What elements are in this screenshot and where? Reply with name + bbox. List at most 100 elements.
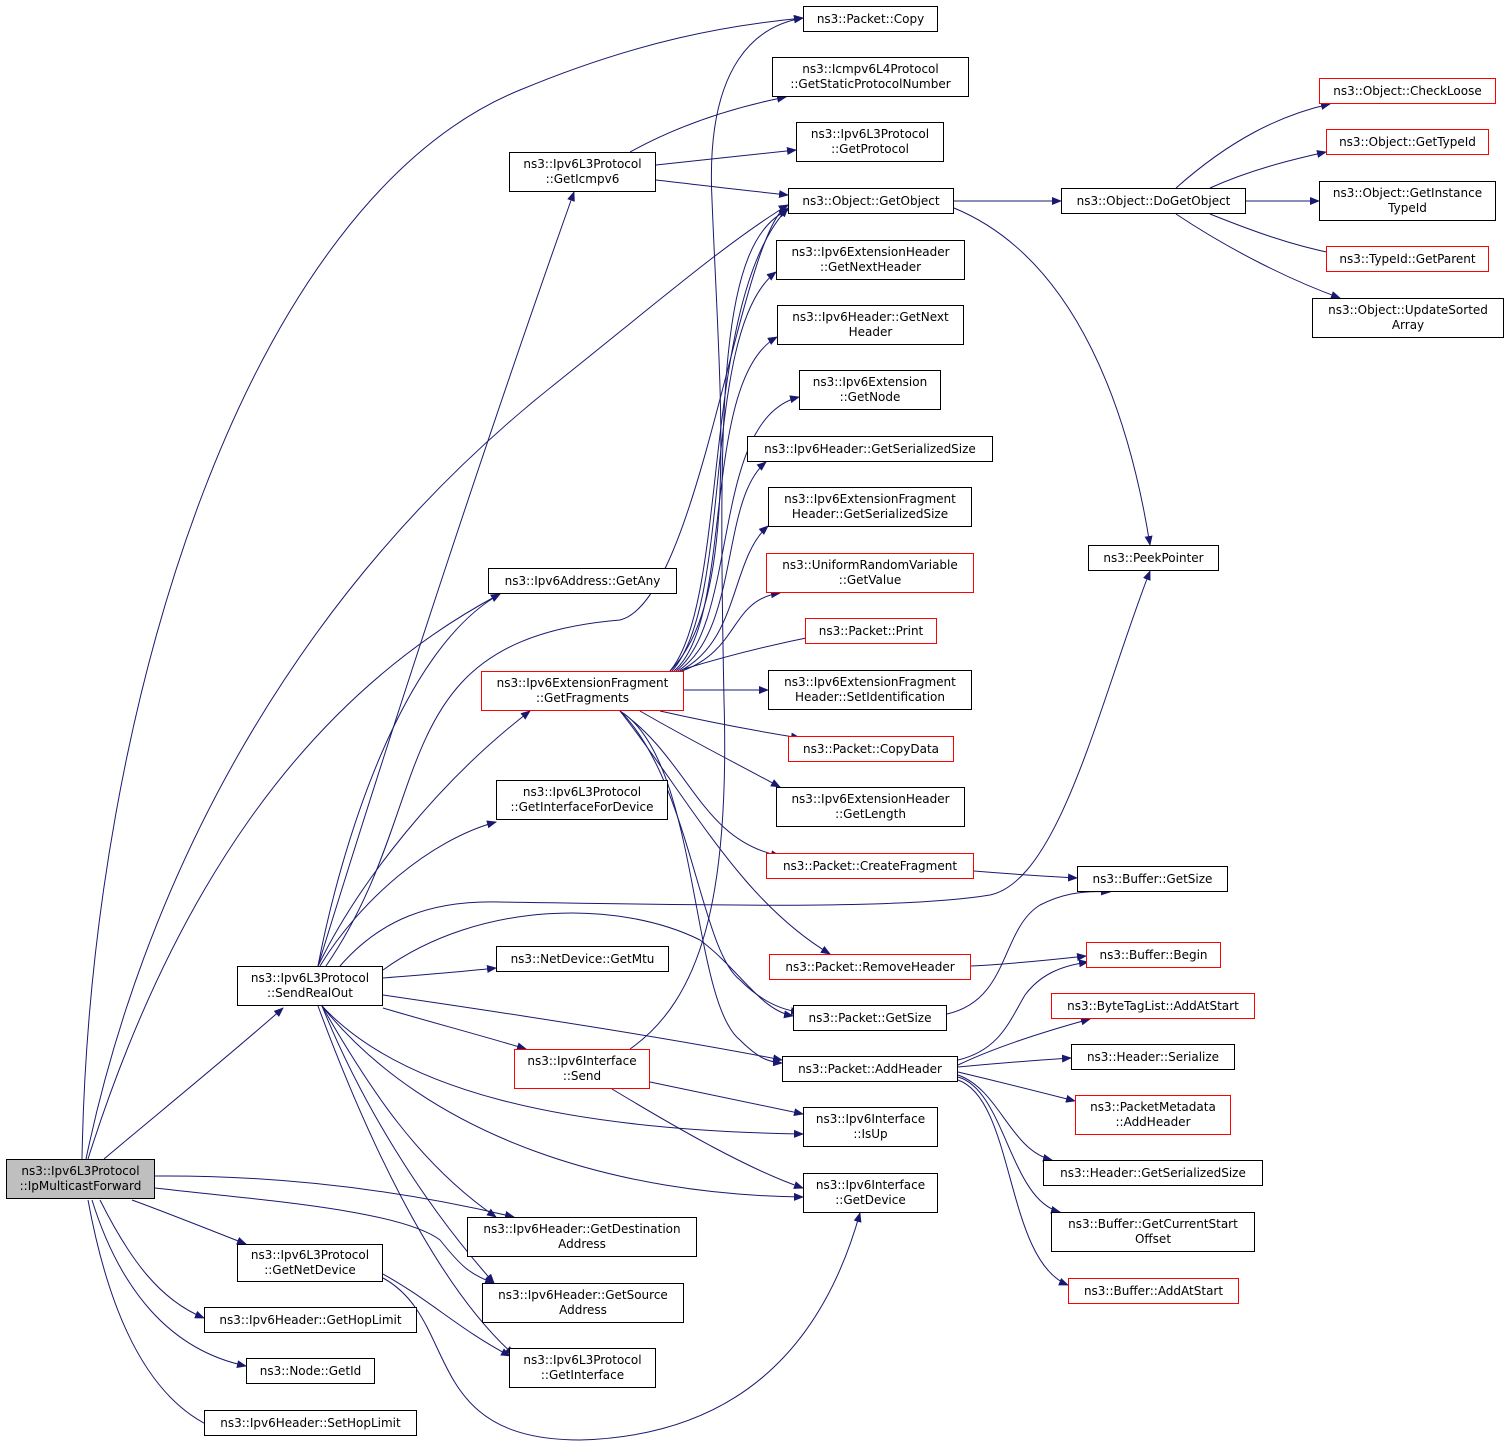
edge-gf-hdrsersize: [677, 461, 767, 672]
node-bcurstart[interactable]: ns3::Buffer::GetCurrentStart Offset: [1051, 1212, 1255, 1252]
node-dogetobject[interactable]: ns3::Object::DoGetObject: [1061, 188, 1246, 214]
edge-send-ifisup: [649, 1081, 804, 1117]
edge-ah-bbegin: [957, 959, 1089, 1061]
node-ifisup-line2: ::IsUp: [853, 1127, 888, 1141]
edge-ah-hserialize: [957, 1054, 1072, 1068]
node-bbegin-line1: ns3::Buffer::Begin: [1099, 947, 1208, 962]
edge-sro-paddhdr: [382, 994, 783, 1063]
edge-sro-geticmpv6: [317, 191, 575, 967]
node-extgetnode-line2: ::GetNode: [839, 390, 901, 404]
node-getsrcaddr[interactable]: ns3::Ipv6Header::GetSource Address: [482, 1283, 684, 1323]
node-pgetsize[interactable]: ns3::Packet::GetSize: [793, 1005, 947, 1031]
edge-dgo-gettypeid: [1209, 150, 1327, 189]
edge-gf-exthdrlen: [639, 710, 781, 788]
node-pmaddhdr[interactable]: ns3::PacketMetadata ::AddHeader: [1075, 1095, 1231, 1135]
node-bgetsize[interactable]: ns3::Buffer::GetSize: [1077, 866, 1228, 892]
node-geticmpv6-line1: ns3::Ipv6L3Protocol: [523, 157, 642, 171]
node-pmaddhdr-line1: ns3::PacketMetadata: [1090, 1100, 1216, 1114]
node-getdestaddr[interactable]: ns3::Ipv6Header::GetDestination Address: [467, 1217, 697, 1257]
edge-send-ifgetdevice: [611, 1088, 804, 1189]
node-fragsetid-line1: ns3::Ipv6ExtensionFragment: [784, 675, 956, 689]
edge-gf-paddhdr: [619, 710, 783, 1067]
node-gettypeid[interactable]: ns3::Object::GetTypeId: [1326, 129, 1489, 155]
node-getmtu[interactable]: ns3::NetDevice::GetMtu: [496, 946, 669, 972]
node-getinterfacefordevice[interactable]: ns3::Ipv6L3Protocol ::GetInterfaceForDev…: [496, 780, 668, 820]
node-paddhdr-line1: ns3::Packet::AddHeader: [798, 1061, 942, 1076]
edge-gf-pcopydata: [659, 710, 801, 741]
node-sendrealout[interactable]: ns3::Ipv6L3Protocol ::SendRealOut: [237, 966, 383, 1006]
node-exthdrlen[interactable]: ns3::Ipv6ExtensionHeader ::GetLength: [776, 787, 965, 827]
node-hdrnext[interactable]: ns3::Ipv6Header::GetNext Header: [777, 305, 964, 345]
node-getany[interactable]: ns3::Ipv6Address::GetAny: [488, 568, 677, 594]
node-getinterface-line2: ::GetInterface: [540, 1368, 625, 1382]
node-fraghdrsersize[interactable]: ns3::Ipv6ExtensionFragment Header::GetSe…: [768, 487, 972, 527]
node-peekpointer[interactable]: ns3::PeekPointer: [1088, 545, 1219, 571]
node-pcopydata[interactable]: ns3::Packet::CopyData: [788, 736, 954, 762]
node-fragsetid[interactable]: ns3::Ipv6ExtensionFragment Header::SetId…: [768, 670, 972, 710]
node-nodegetid[interactable]: ns3::Node::GetId: [246, 1358, 375, 1384]
node-ifgetdevice[interactable]: ns3::Ipv6Interface ::GetDevice: [803, 1173, 938, 1213]
node-hdrsersize-line1: ns3::Ipv6Header::GetSerializedSize: [764, 441, 976, 456]
node-getinterface[interactable]: ns3::Ipv6L3Protocol ::GetInterface: [509, 1348, 656, 1388]
node-pcreatefrag[interactable]: ns3::Packet::CreateFragment: [766, 853, 974, 879]
node-getdestaddr-line1: ns3::Ipv6Header::GetDestination: [483, 1222, 681, 1236]
node-gettypeid-line1: ns3::Object::GetTypeId: [1339, 134, 1476, 149]
node-ifsend[interactable]: ns3::Ipv6Interface ::Send: [514, 1049, 650, 1089]
node-checkloose[interactable]: ns3::Object::CheckLoose: [1319, 78, 1496, 104]
node-icmpstatic-line2: ::GetStaticProtocolNumber: [790, 77, 951, 91]
node-ifisup[interactable]: ns3::Ipv6Interface ::IsUp: [803, 1107, 938, 1147]
node-ifgetdevice-line2: ::GetDevice: [835, 1193, 906, 1207]
node-exthdrnext[interactable]: ns3::Ipv6ExtensionHeader ::GetNextHeader: [776, 240, 965, 280]
node-getobject[interactable]: ns3::Object::GetObject: [788, 188, 954, 214]
node-bcurstart-line1: ns3::Buffer::GetCurrentStart: [1068, 1217, 1238, 1231]
node-icmpstatic-line1: ns3::Icmpv6L4Protocol: [802, 62, 939, 76]
edge-gf-urvgetvalue: [681, 590, 781, 672]
node-getinterface-line1: ns3::Ipv6L3Protocol: [523, 1353, 642, 1367]
node-pcopy[interactable]: ns3::Packet::Copy: [803, 6, 938, 32]
node-getparent[interactable]: ns3::TypeId::GetParent: [1326, 246, 1489, 272]
edge-gf-pcreatefrag: [619, 710, 781, 859]
node-pcreatefrag-line1: ns3::Packet::CreateFragment: [782, 858, 958, 873]
node-getnetdevice[interactable]: ns3::Ipv6L3Protocol ::GetNetDevice: [237, 1244, 383, 1282]
node-extgetnode[interactable]: ns3::Ipv6Extension ::GetNode: [799, 370, 941, 410]
edge-icmp-getobject: [655, 179, 789, 199]
node-getfragments[interactable]: ns3::Ipv6ExtensionFragment ::GetFragment…: [481, 671, 684, 711]
node-premovehdr[interactable]: ns3::Packet::RemoveHeader: [769, 954, 971, 980]
node-paddhdr[interactable]: ns3::Packet::AddHeader: [782, 1056, 958, 1082]
node-baddstart[interactable]: ns3::Buffer::AddAtStart: [1068, 1278, 1239, 1304]
node-icmpstatic[interactable]: ns3::Icmpv6L4Protocol ::GetStaticProtoco…: [772, 57, 969, 97]
edge-root-getany: [87, 593, 501, 1160]
node-btagaddstart[interactable]: ns3::ByteTagList::AddAtStart: [1051, 993, 1255, 1019]
node-getinsttypeid-line2: TypeId: [1388, 201, 1427, 215]
node-getnetdevice-line2: ::GetNetDevice: [264, 1263, 356, 1277]
edge-root-getdestaddr: [154, 1175, 515, 1219]
node-hdrsersize[interactable]: ns3::Ipv6Header::GetSerializedSize: [747, 436, 993, 462]
node-urvgetvalue[interactable]: ns3::UniformRandomVariable ::GetValue: [766, 553, 974, 593]
edge-sro-getinterface: [317, 1005, 515, 1356]
node-hsersize[interactable]: ns3::Header::GetSerializedSize: [1043, 1160, 1263, 1186]
edge-sro-getmtu: [382, 965, 497, 979]
node-root-line2: ::IpMulticastForward: [19, 1179, 142, 1193]
edge-cf-bgetsize: [973, 870, 1078, 882]
node-getany-line1: ns3::Ipv6Address::GetAny: [504, 573, 661, 588]
node-baddstart-line1: ns3::Buffer::AddAtStart: [1083, 1283, 1224, 1298]
node-getdestaddr-line2: Address: [558, 1237, 606, 1251]
node-root: ns3::Ipv6L3Protocol ::IpMulticastForward: [6, 1159, 155, 1199]
edge-ah-hsersize: [957, 1074, 1053, 1162]
node-updatesorted[interactable]: ns3::Object::UpdateSorted Array: [1312, 298, 1504, 338]
node-sethoplimit[interactable]: ns3::Ipv6Header::SetHopLimit: [204, 1410, 417, 1436]
node-getprotocol-line2: ::GetProtocol: [831, 142, 909, 156]
node-gethoplimit[interactable]: ns3::Ipv6Header::GetHopLimit: [204, 1307, 417, 1333]
edge-root-nodegetid: [91, 1199, 247, 1369]
edge-sro-ifgetdevice: [321, 1005, 804, 1201]
node-hserialize[interactable]: ns3::Header::Serialize: [1071, 1044, 1235, 1070]
node-getprotocol[interactable]: ns3::Ipv6L3Protocol ::GetProtocol: [796, 122, 944, 162]
node-getinsttypeid[interactable]: ns3::Object::GetInstance TypeId: [1319, 181, 1496, 221]
node-pcopy-line1: ns3::Packet::Copy: [816, 11, 925, 26]
node-pprint[interactable]: ns3::Packet::Print: [805, 618, 937, 644]
edge-ah-baddstart: [957, 1079, 1069, 1286]
edge-sro-ifisup: [321, 1005, 804, 1138]
node-geticmpv6[interactable]: ns3::Ipv6L3Protocol ::GetIcmpv6: [509, 152, 656, 192]
node-bbegin[interactable]: ns3::Buffer::Begin: [1086, 942, 1221, 968]
node-sendrealout-line2: ::SendRealOut: [267, 986, 353, 1000]
